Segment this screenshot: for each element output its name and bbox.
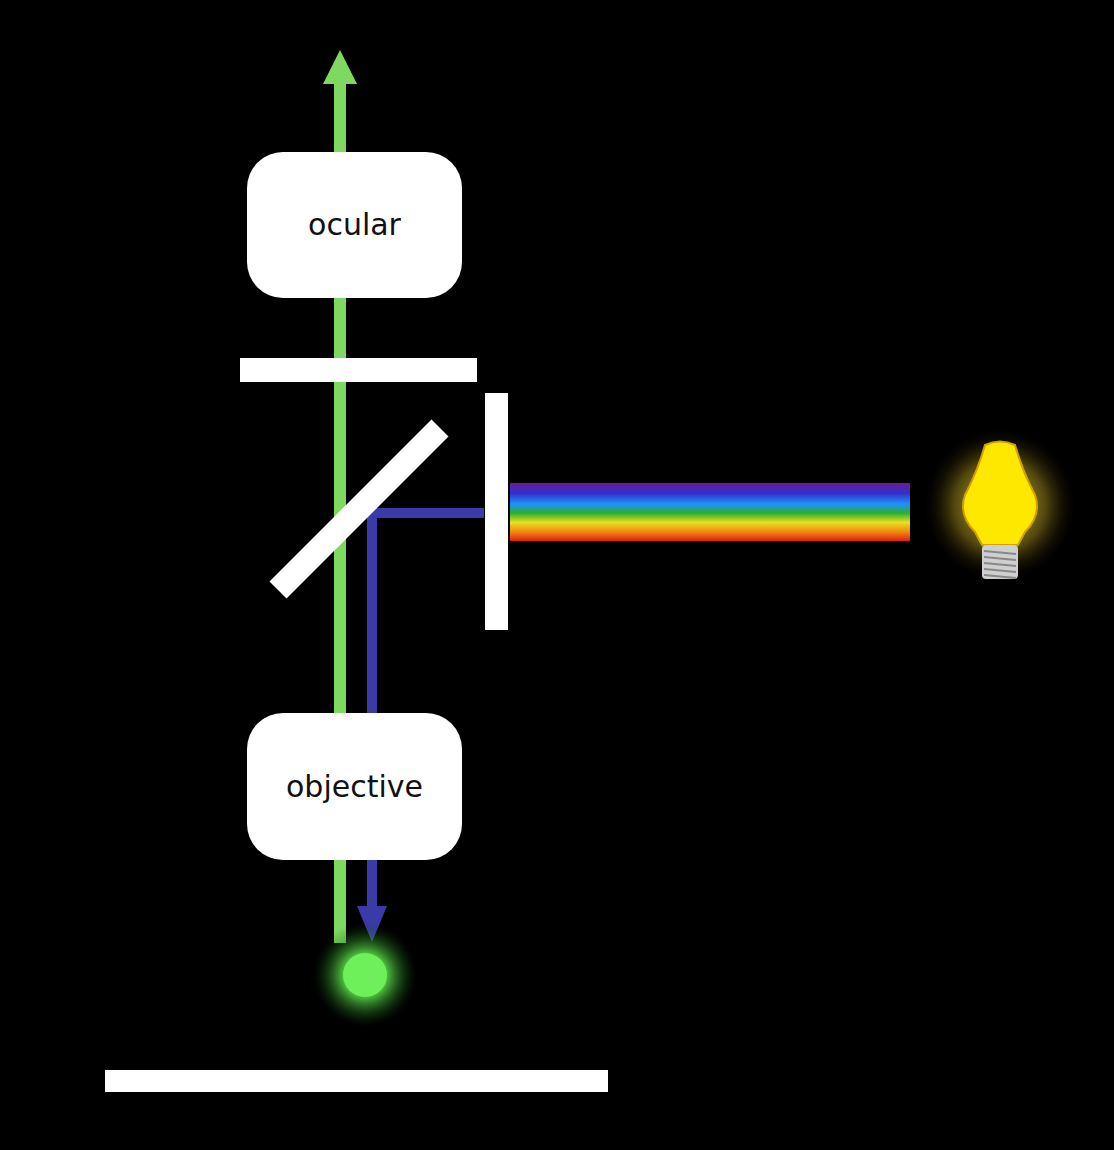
emission-arrowhead: [323, 50, 357, 84]
white-light-beam: [510, 483, 910, 541]
emission-light: [334, 82, 346, 157]
objective-box: objective: [247, 713, 462, 860]
ocular-box: ocular: [247, 152, 462, 298]
specimen-glow: [313, 923, 417, 1027]
light-bulb: [922, 427, 1078, 583]
specimen: [343, 953, 387, 997]
part-label: objective: [286, 769, 423, 805]
dichroic-mirror: [278, 428, 440, 590]
part-label: ocular: [308, 207, 401, 243]
specimen-stage: [105, 1070, 608, 1092]
excitation-filter: [485, 393, 508, 630]
emission-filter: [240, 358, 477, 382]
